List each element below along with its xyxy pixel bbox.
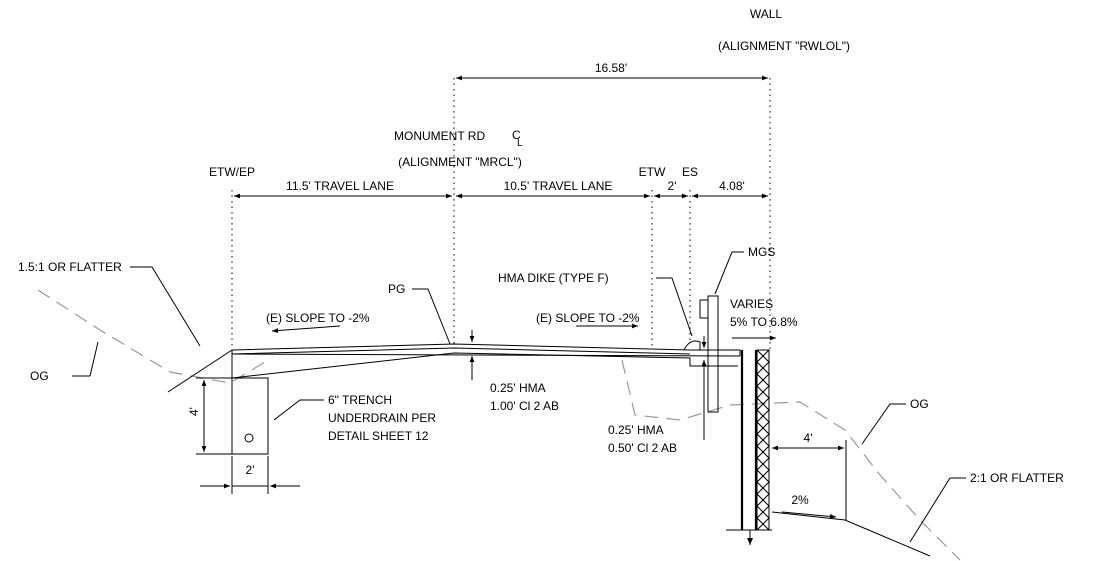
original-ground-left [37,289,266,384]
hma-left-line2: 1.00' Cl 2 AB [490,399,559,413]
hma-right-line1: 0.25' HMA [608,423,664,437]
varies-range-label: 5% TO 6.8% [730,315,798,329]
pg-label: PG [388,282,405,296]
trench-underdrain [231,377,269,455]
e-slope-left-label: (E) SLOPE TO -2% [266,311,370,325]
og-right-label: OG [910,397,929,411]
wall-label: WALL [750,7,783,21]
hma-right-line2: 0.50' Cl 2 AB [608,441,677,455]
retaining-wall [726,349,772,545]
finished-grade-right [771,511,931,557]
etw-label: ETW [639,165,666,179]
trench-line3: DETAIL SHEET 12 [328,429,429,443]
lane-right-label: 10.5' TRAVEL LANE [504,179,613,193]
dim-4-left-label: 4' [187,407,201,416]
dim-4-08-label: 4.08' [719,179,745,193]
hma-left-line1: 0.25' HMA [490,381,546,395]
e-slope-right-label: (E) SLOPE TO -2% [536,311,640,325]
og-left-label: OG [30,369,49,383]
trench-line1: 6" TRENCH [328,393,392,407]
trench-line2: UNDERDRAIN PER [328,411,436,425]
centerline-l: L [517,138,523,149]
slope-right-label: 2:1 OR FLATTER [970,471,1064,485]
centerline-c: C [512,128,521,142]
varies-label: VARIES [730,297,773,311]
pct-2-label: 2% [791,493,809,507]
dim-2-bottom-label: 2' [246,463,255,477]
original-ground-right [621,359,961,561]
mgs-guardrail [699,295,719,413]
wall-alignment-label: (ALIGNMENT "RWLOL") [718,39,850,53]
dim-2-top-label: 2' [668,179,677,193]
monument-alignment-label: (ALIGNMENT "MRCL") [398,155,522,169]
dim-16-58-label: 16.58' [595,61,627,75]
lane-left-label: 11.5' TRAVEL LANE [286,179,394,193]
hma-dike [683,340,701,351]
es-label: ES [682,165,698,179]
roadway-section [167,343,741,393]
monument-rd-label: MONUMENT RD [394,129,485,143]
hma-dike-label: HMA DIKE (TYPE F) [498,271,609,285]
dim-4-right-label: 4' [804,431,813,445]
etw-ep-label: ETW/EP [209,165,255,179]
slope-left-label: 1.5:1 OR FLATTER [18,260,122,274]
mgs-label: MGS [748,245,775,259]
